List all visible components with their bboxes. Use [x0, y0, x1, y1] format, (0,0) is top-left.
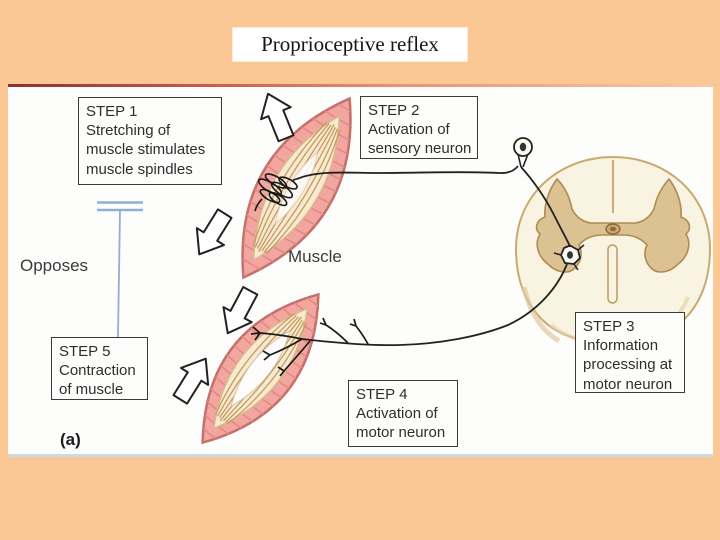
- figure-a-label: (a): [60, 430, 81, 449]
- step-3-title: STEP 3: [583, 318, 635, 335]
- step-3-line: processing at: [583, 356, 673, 374]
- reflex-diagram-canvas: [97, 87, 712, 455]
- step-1-box: STEP 1 Stretching of muscle stimulates m…: [78, 97, 222, 185]
- step-4-box: STEP 4 Activation of motor neuron: [348, 380, 458, 447]
- step-4-line: motor neuron: [356, 424, 446, 442]
- motor-endplates: [250, 317, 369, 377]
- inhibition-connector: [97, 201, 143, 338]
- step-2-line: Activation of: [368, 121, 450, 139]
- sensory-neuron-soma: [513, 137, 533, 168]
- sensory-axon: [296, 165, 571, 248]
- contraction-arrow-down-icon: [222, 286, 259, 335]
- slide-title: Proprioceptive reflex: [233, 28, 467, 61]
- motor-neuron-soma: [553, 244, 585, 271]
- opposes-label: Opposes: [20, 256, 89, 275]
- step-5-title: STEP 5: [59, 343, 111, 360]
- step-1-title: STEP 1: [86, 103, 138, 120]
- ventral-median-fissure: [607, 244, 618, 304]
- step-4-line: Activation of: [356, 405, 438, 423]
- step-2-box: STEP 2 Activation of sensory neuron: [360, 96, 478, 159]
- step-2-line: sensory neuron: [368, 140, 472, 158]
- spindle-coil-endings: [254, 173, 298, 212]
- step-5-line: of muscle: [59, 381, 124, 399]
- step-1-line: Stretching of: [86, 122, 171, 140]
- motor-axon: [301, 263, 568, 347]
- stretch-arrow-up-icon: [260, 92, 295, 143]
- muscle-spindle-capsule: [230, 329, 291, 408]
- contraction-arrow-up-icon: [172, 357, 210, 405]
- stretch-arrow-down-icon: [195, 208, 233, 256]
- step-1-line: muscle stimulates: [86, 141, 206, 159]
- step-3-line: motor neuron: [583, 375, 673, 393]
- step-5-line: Contraction: [59, 362, 136, 380]
- step-5-box: STEP 5 Contraction of muscle: [51, 337, 148, 400]
- step-4-title: STEP 4: [356, 386, 408, 403]
- step-3-line: Information: [583, 337, 659, 355]
- step-3-box: STEP 3 Information processing at motor n…: [575, 312, 685, 393]
- muscle-label: Muscle: [288, 247, 342, 266]
- step-2-title: STEP 2: [368, 102, 420, 119]
- diagram-panel: STEP 1 Stretching of muscle stimulates m…: [8, 84, 713, 457]
- step-1-line: muscle spindles: [86, 160, 193, 178]
